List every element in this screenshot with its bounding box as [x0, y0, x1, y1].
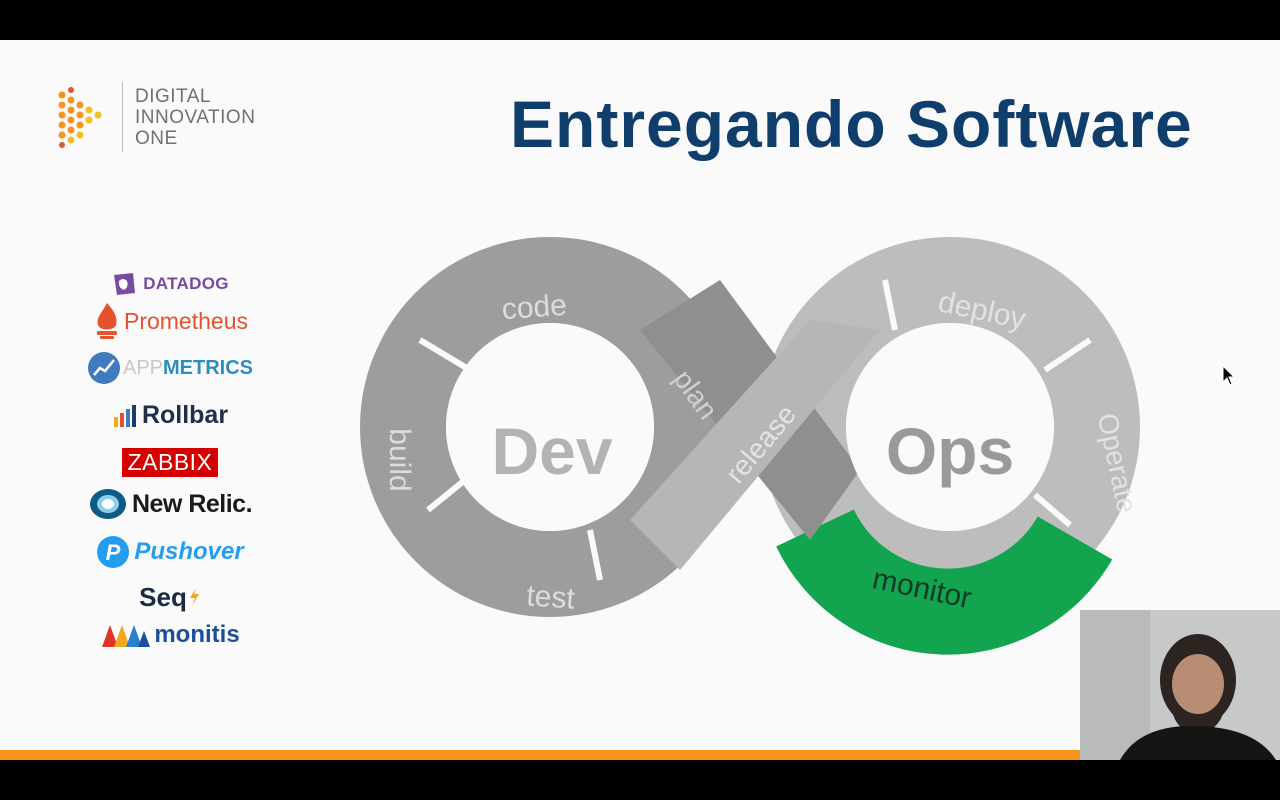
datadog-label: DATADOG: [143, 274, 229, 293]
dev-label: Dev: [491, 414, 612, 488]
dev-loop: [360, 237, 740, 617]
pushover-logo: P Pushover: [70, 532, 270, 572]
dev-center: [446, 323, 654, 531]
ops-center: [846, 323, 1054, 531]
seq-spark-icon: [189, 588, 199, 606]
devops-infinity-diagram: Dev Ops code build test plan release dep…: [360, 237, 1143, 655]
code-stage-label: code: [501, 289, 568, 326]
zabbix-logo: ZABBIX: [70, 446, 270, 478]
presentation-slide: DIGITAL INNOVATION ONE Entregando Softwa…: [0, 40, 1280, 760]
monitis-label: monitis: [154, 621, 240, 648]
svg-text:P: P: [106, 540, 121, 565]
test-stage-label: test: [525, 579, 576, 615]
top-letterbox: [0, 0, 1280, 40]
brand-line-2: INNOVATION: [135, 106, 256, 128]
footer-accent-bar: [0, 750, 1280, 760]
rollbar-bars-icon: [113, 405, 136, 427]
slide-title: Entregando Software: [510, 87, 1193, 161]
new-relic-ring-icon: [89, 489, 126, 519]
mouse-cursor-icon: [1222, 365, 1236, 386]
appmetrics-label-app: APP: [122, 356, 164, 379]
seq-logo: Seq: [70, 580, 270, 614]
rollbar-label: Rollbar: [141, 400, 229, 429]
prometheus-logo: Prometheus: [70, 300, 270, 342]
rollbar-logo: Rollbar: [70, 398, 270, 432]
appmetrics-logo: APP METRICS: [70, 348, 270, 388]
prometheus-label: Prometheus: [123, 307, 248, 334]
dio-logo-icon: [58, 87, 102, 148]
zabbix-label: ZABBIX: [121, 447, 219, 477]
brand-divider: [122, 82, 123, 152]
appmetrics-chart-icon: [87, 352, 120, 384]
new-relic-logo: New Relic.: [70, 484, 270, 524]
release-band: [630, 320, 880, 570]
brand-logo: DIGITAL INNOVATION ONE: [56, 82, 255, 152]
ops-label: Ops: [886, 414, 1014, 488]
seq-label: Seq: [139, 581, 187, 612]
brand-line-3: ONE: [135, 127, 178, 149]
datadog-dog-icon: [114, 273, 136, 295]
monitis-wave-icon: [102, 625, 151, 647]
presenter-video: [1080, 610, 1280, 760]
brand-name: DIGITAL INNOVATION ONE: [135, 86, 255, 149]
build-stage-label: build: [383, 428, 416, 491]
bottom-letterbox: [0, 760, 1280, 800]
pushover-label: Pushover: [134, 538, 244, 565]
monitis-logo: monitis: [70, 618, 270, 652]
appmetrics-label-metrics: METRICS: [163, 356, 254, 379]
datadog-logo: DATADOG: [70, 270, 270, 298]
brand-line-1: DIGITAL: [135, 85, 211, 107]
presenter-webcam-feed: [1080, 610, 1280, 760]
monitor-segment: [776, 508, 1113, 655]
prometheus-flame-icon: [96, 303, 117, 339]
new-relic-label: New Relic.: [131, 489, 253, 518]
pushover-p-icon: P: [97, 536, 130, 568]
